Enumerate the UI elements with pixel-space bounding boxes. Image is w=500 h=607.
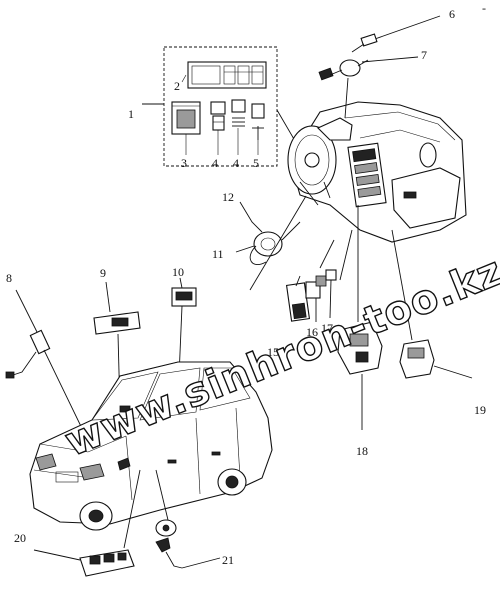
callout-18: 18 (356, 444, 368, 458)
switch-4b-part (231, 99, 246, 127)
callout-6: 6 (449, 7, 455, 21)
callout-21: 21 (222, 553, 234, 567)
callout-15: 15 (267, 345, 279, 359)
switch-17-part (319, 229, 353, 319)
callout-4b: 4 (233, 156, 239, 170)
switch-4a-part (210, 101, 226, 131)
callout-7: 7 (421, 48, 427, 62)
callout-8: 8 (6, 271, 12, 285)
watermark-text: www.sinhron-too.kz (59, 248, 500, 466)
corner-mark: - (482, 1, 486, 15)
callout-12: 12 (222, 190, 234, 204)
callout-10: 10 (172, 265, 184, 279)
clock-spring-11-part (235, 201, 301, 266)
callout-11: 11 (212, 247, 224, 261)
callout-4a: 4 (212, 156, 218, 170)
combination-switch-6-part (351, 15, 441, 53)
callout-17: 17 (321, 321, 333, 335)
callout-2: 2 (174, 79, 180, 93)
window-switch-20-part (33, 469, 141, 577)
lock-cylinder-21-part (155, 469, 221, 569)
callout-20: 20 (14, 531, 26, 545)
switch-19-part (391, 229, 473, 379)
switch-15-part (285, 275, 311, 322)
sensor-8-part (5, 289, 91, 446)
switch-16-part (305, 275, 327, 322)
callout-1: 1 (128, 107, 134, 121)
callout-5: 5 (253, 156, 259, 170)
callout-3: 3 (181, 156, 187, 170)
switch-group-box (163, 46, 278, 167)
switch-5-part (251, 103, 265, 140)
dashboard-assembly (287, 101, 467, 243)
switch-panel-part (187, 61, 267, 89)
callout-16: 16 (306, 325, 318, 339)
bracket-18-part (337, 205, 383, 430)
callout-9: 9 (100, 266, 106, 280)
rearview-mirror-9-part (93, 281, 141, 411)
callout-19: 19 (474, 403, 486, 417)
combination-switch-7-part (318, 56, 419, 119)
sedan-body (29, 361, 273, 531)
control-module-part (171, 101, 201, 135)
